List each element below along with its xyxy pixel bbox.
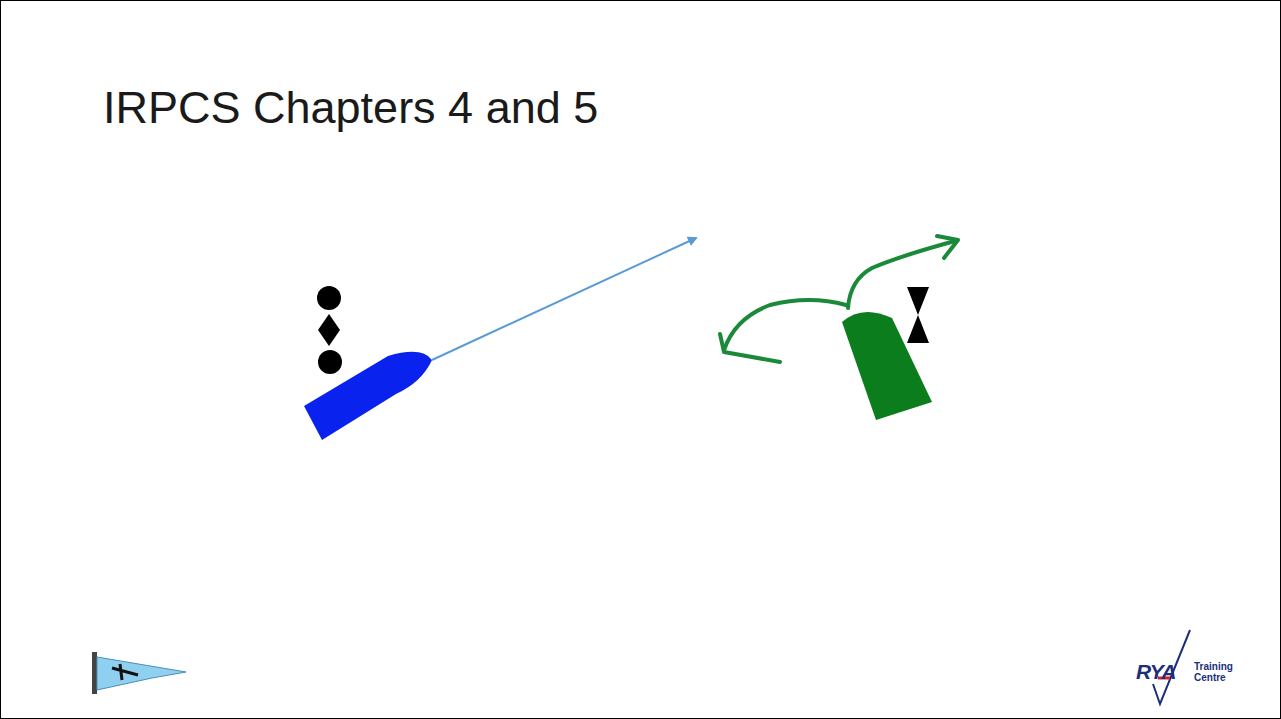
cones-shape [907,287,929,343]
arrow-head [937,236,958,258]
slide-title: IRPCS Chapters 4 and 5 [103,82,598,134]
arrow-head [720,334,780,362]
ball-shape [317,286,341,310]
turn-arrows [720,236,958,362]
turn-arrow [724,300,846,350]
turn-arrow [848,241,955,308]
ball-shape [318,350,342,374]
flag-pole [92,652,97,694]
logo-text: RYA [1136,660,1175,684]
logo-text: Training Centre [1194,662,1234,683]
diamond-shape [318,314,340,346]
flag-emblem [112,664,138,680]
course-arrow [432,238,696,360]
flag [97,657,186,690]
club-flag-logo [92,652,186,694]
